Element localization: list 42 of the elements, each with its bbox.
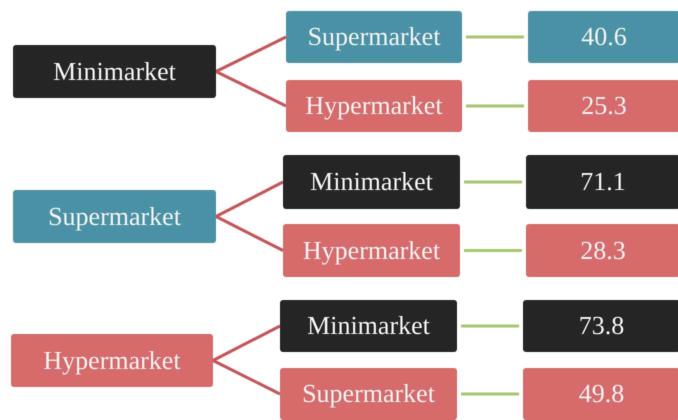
connector-line xyxy=(466,104,524,108)
category-box xyxy=(286,80,462,132)
value-label: 73.8 xyxy=(578,311,624,341)
value-box xyxy=(523,300,678,352)
connector-line xyxy=(215,215,284,252)
category-label: Supermarket xyxy=(302,379,435,409)
connector-line xyxy=(212,324,281,362)
value-box xyxy=(526,155,678,209)
value-label: 28.3 xyxy=(580,236,626,266)
category-label: Hypermarket xyxy=(302,236,440,266)
category-box xyxy=(283,155,460,209)
value-label: 25.3 xyxy=(581,91,627,121)
category-label: Minimarket xyxy=(310,167,433,197)
value-box xyxy=(528,11,678,63)
category-box xyxy=(11,334,213,387)
category-label: Hypermarket xyxy=(43,346,181,376)
category-box xyxy=(280,300,457,352)
connector-line xyxy=(215,180,284,218)
value-box xyxy=(523,368,678,420)
connector-line xyxy=(461,324,519,328)
category-label: Supermarket xyxy=(308,22,440,52)
category-label: Minimarket xyxy=(53,56,176,86)
connector-line xyxy=(212,359,281,396)
category-label: Minimarket xyxy=(307,311,430,341)
connector-line xyxy=(215,70,287,108)
connector-line xyxy=(215,36,287,73)
category-box xyxy=(283,224,460,277)
connector-line xyxy=(461,392,519,396)
value-label: 49.8 xyxy=(578,379,624,409)
connector-line xyxy=(464,180,522,184)
value-label: 71.1 xyxy=(580,167,626,197)
category-box xyxy=(13,45,216,98)
connector-line xyxy=(464,249,522,252)
category-label: Supermarket xyxy=(48,202,181,232)
category-box xyxy=(286,11,462,63)
value-box xyxy=(526,224,678,277)
category-box xyxy=(13,190,216,243)
category-label: Hypermarket xyxy=(305,91,443,121)
connector-line xyxy=(466,36,524,38)
category-box xyxy=(280,368,457,420)
value-label: 40.6 xyxy=(581,22,627,52)
value-box xyxy=(528,80,678,132)
